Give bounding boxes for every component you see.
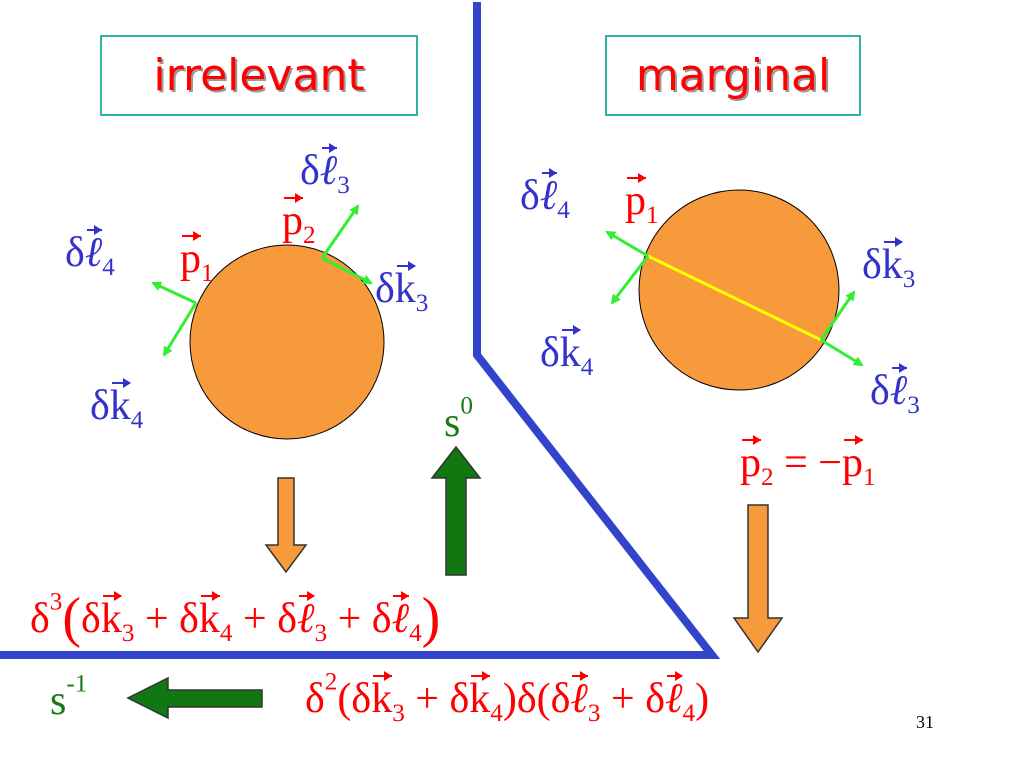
divider-line [0, 2, 721, 659]
vector-l4-right [605, 230, 649, 258]
left-scattering-circle [189, 244, 385, 440]
right-scattering-circle [638, 189, 840, 391]
label-p1-right: p1 [625, 173, 659, 229]
label-delta-k3-right: δk3 [862, 237, 916, 293]
vector-k4-left [162, 302, 198, 357]
relation-p2-equals-minus-p1: p2 = −p1 [740, 435, 876, 491]
label-p1-left: p1 [180, 231, 214, 287]
marginal-title: marginal [635, 50, 831, 101]
label-p2-left: p2 [282, 193, 316, 249]
label-delta-l4-right: δℓ4 [520, 168, 570, 224]
green-up-arrow [430, 445, 482, 576]
label-delta-l3-left: δℓ3 [300, 143, 350, 199]
label-delta-l4-left: δℓ4 [65, 225, 115, 281]
irrelevant-title-box: irrelevant [100, 35, 418, 116]
orange-down-arrow-right [732, 504, 784, 654]
green-left-arrow [126, 676, 263, 720]
irrelevant-title: irrelevant [153, 50, 365, 101]
label-delta-l3-right: δℓ3 [870, 363, 920, 419]
orange-down-arrow-left [264, 477, 308, 574]
vector-l3-right [820, 338, 864, 367]
label-s0: s0 [444, 392, 473, 446]
label-delta-k3-left: δk3 [375, 261, 429, 317]
slide-number: 31 [916, 712, 934, 732]
yellow-diameter [647, 254, 822, 342]
marginal-title-box: marginal [605, 35, 861, 116]
label-delta-k4-left: δk4 [90, 378, 144, 434]
formula-irrelevant: δ3(δk3 + δk4 + δℓ3 + δℓ4) [30, 587, 441, 649]
vector-k3-right [819, 290, 856, 341]
vector-l4-left [151, 281, 197, 305]
formula-marginal: δ2(δk3 + δk4)δ(δℓ3 + δℓ4) [305, 668, 710, 727]
vector-k3-left [321, 256, 373, 285]
vector-l3-left [320, 204, 360, 259]
label-s-minus-1: s-1 [50, 670, 88, 724]
label-delta-k4-right: δk4 [540, 325, 594, 381]
vector-k4-right [610, 255, 650, 305]
